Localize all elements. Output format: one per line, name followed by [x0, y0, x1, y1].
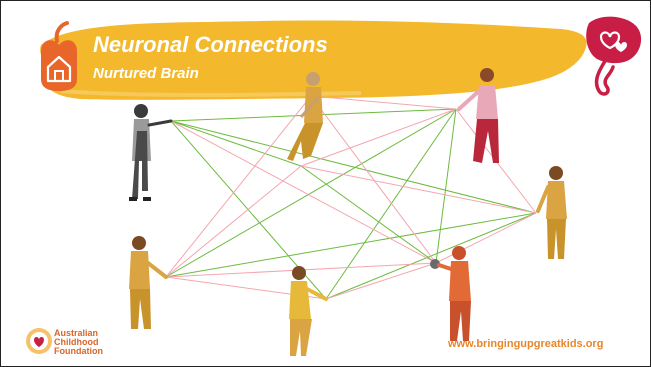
person-figure-orange — [430, 246, 471, 341]
website-link[interactable]: www.bringingupgreatkids.org — [448, 338, 604, 350]
heart-speech-icon — [586, 16, 642, 96]
person-figure-mustard-top — [287, 72, 323, 161]
person-figure-mustard-left — [129, 236, 168, 329]
person-figure-pink — [457, 68, 499, 163]
logo-line-2: Childhood — [54, 337, 99, 347]
person-figure-yellow — [289, 266, 328, 356]
foundation-logo-text: Australian Childhood Foundation — [54, 329, 124, 356]
logo-line-1: Australian — [54, 328, 99, 338]
logo-line-3: Foundation — [54, 346, 103, 356]
slide-subtitle: Nurtured Brain — [93, 65, 199, 82]
person-figure-grey — [129, 104, 173, 201]
slide-title: Neuronal Connections — [93, 32, 328, 57]
foundation-logo-icon — [26, 328, 52, 354]
home-icon — [41, 21, 77, 91]
person-figure-mustard-right — [536, 166, 567, 259]
